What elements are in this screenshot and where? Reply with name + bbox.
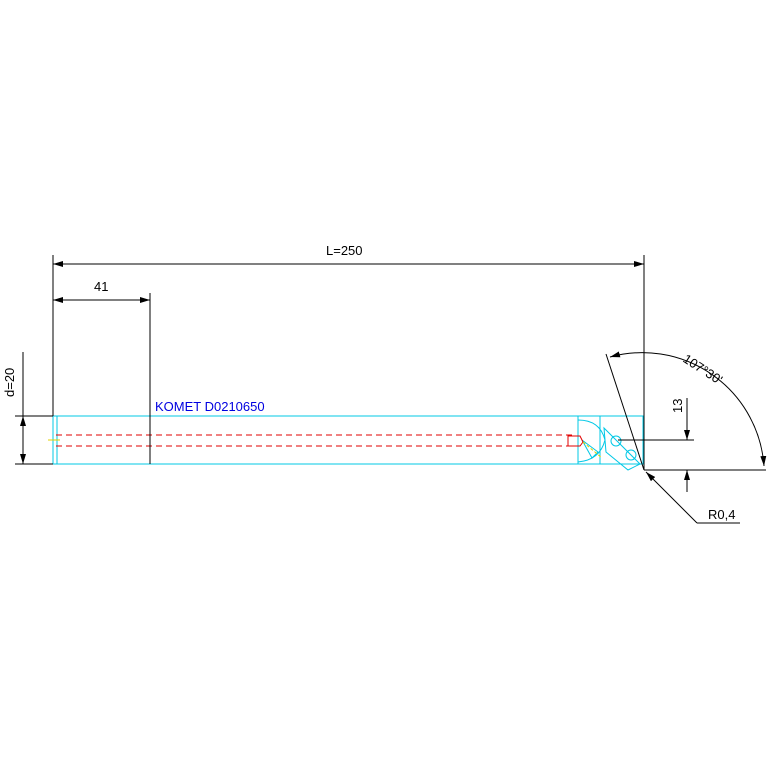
insert-screw bbox=[610, 435, 622, 447]
hidden-line bbox=[582, 441, 603, 459]
coolant-outlet-shape bbox=[567, 435, 584, 447]
angle-text: 107°30' bbox=[680, 351, 725, 387]
part-label: KOMET D0210650 bbox=[155, 399, 265, 414]
shank-outline bbox=[52, 415, 644, 465]
diameter-text: d=20 bbox=[2, 368, 17, 397]
angle-arc bbox=[609, 351, 767, 467]
dimension-diameter bbox=[15, 352, 53, 465]
overall-length-text: L=250 bbox=[326, 243, 363, 258]
offset-text: 13 bbox=[670, 399, 685, 413]
dimension-partial-length bbox=[53, 293, 151, 464]
tool-body bbox=[52, 415, 644, 471]
head-detail bbox=[581, 439, 599, 459]
partial-length-text: 41 bbox=[94, 279, 108, 294]
radius-leader-diagonal bbox=[645, 471, 698, 524]
dimension-angle bbox=[605, 351, 767, 471]
coolant-outlet bbox=[567, 435, 584, 447]
nose-radius-text: R0,4 bbox=[708, 507, 735, 522]
angle-ext-line-1 bbox=[605, 353, 645, 471]
dimension-overall-length bbox=[52, 255, 645, 470]
dimension-nose-radius bbox=[645, 471, 740, 524]
coolant-channel bbox=[56, 434, 572, 447]
